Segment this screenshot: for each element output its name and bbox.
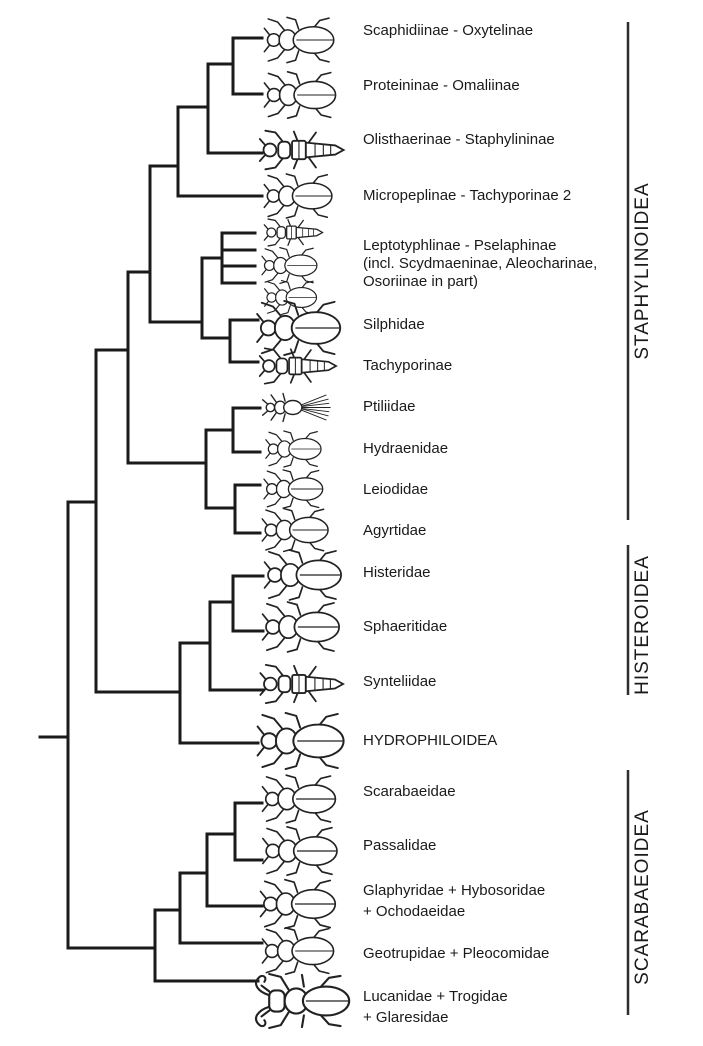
branch-upper-staphylinoid-node <box>148 164 204 324</box>
branch-leptotyphlinae-polytomy <box>220 231 257 285</box>
taxon-label-lucanidae-trogidae-glaresidae: Lucanidae + Trogidae + Glaresidae <box>363 988 508 1026</box>
taxon-label-tachyporinae: Tachyporinae <box>363 357 453 374</box>
beetle-icon-leiodidae <box>263 469 324 509</box>
beetle-icon-lucanidae-group <box>254 972 351 1030</box>
beetle-icon-scarabaeidae <box>261 774 337 824</box>
superfamily-label-staphylinoidea: STAPHYLINOIDEA <box>632 182 653 360</box>
branch-deep-node <box>66 500 157 950</box>
taxon-label-scaphidiinae-oxytelinae: Scaphidiinae - Oxytelinae <box>363 22 534 39</box>
taxon-label-hydrophiloidea: HYDROPHILOIDEA <box>363 732 498 749</box>
branch-lucanidae-node <box>153 908 260 983</box>
taxon-label-ptiliidae: Ptiliidae <box>363 398 416 415</box>
branch-ptiliidae-clade-node <box>204 428 237 510</box>
taxon-label-passalidae: Passalidae <box>363 837 437 854</box>
taxon-label-micropeplinae-tachyporinae-2: Micropeplinae - Tachyporinae 2 <box>363 187 572 204</box>
taxon-label-leptotyphlinae-pselaphinae: Leptotyphlinae - Pselaphinae (incl. Scyd… <box>363 237 598 290</box>
tree-branches <box>38 36 265 983</box>
beetle-illustrations <box>254 16 351 1030</box>
beetle-icon-tachyporinae <box>258 347 338 385</box>
taxon-label-glaphyridae-hybosoridae-ochodaeidae: Glaphyridae + Hybosoridae + Ochodaeidae <box>363 882 546 920</box>
branch-synteliidae-node <box>208 600 265 692</box>
taxon-label-agyrtidae: Agyrtidae <box>363 522 427 539</box>
taxon-label-leiodidae: Leiodidae <box>363 481 429 498</box>
branch-ptiliidae-hydraenidae <box>231 406 262 454</box>
beetle-icon-geotrupidae-group <box>261 926 335 976</box>
branch-scaphidiinae-proteininae <box>231 36 264 96</box>
beetle-icon-scaphidiinae <box>263 16 335 64</box>
taxon-label-proteininae-omaliinae: Proteininae - Omaliinae <box>363 77 520 94</box>
branch-leiodidae-agyrtidae <box>233 483 262 535</box>
beetle-icon-olisthaerinae <box>258 129 345 171</box>
beetle-icon-hydrophiloidea <box>256 712 345 770</box>
beetle-icon-synteliidae <box>259 664 345 704</box>
taxon-label-hydraenidae: Hydraenidae <box>363 440 449 457</box>
branch-histeroidea-hydrophiloidea <box>178 641 260 745</box>
beetle-icon-ptiliidae <box>262 392 332 423</box>
branch-olisthaerinae-node <box>206 62 264 155</box>
beetle-icon-glaphyridae-group <box>259 878 337 930</box>
taxon-label-scarabaeidae: Scarabaeidae <box>363 783 456 800</box>
superfamily-label-scarabaeoidea: SCARABAEOIDEA <box>632 809 653 985</box>
beetle-icon-histeridae <box>263 549 342 601</box>
branch-leptotyphlinae-stem <box>200 256 232 340</box>
beetle-icon-passalidae <box>261 826 338 876</box>
taxon-label-histeridae: Histeridae <box>363 564 431 581</box>
beetle-icon-hydraenidae <box>265 430 322 468</box>
taxon-label-olisthaerinae-staphylininae: Olisthaerinae - Staphylininae <box>363 131 555 148</box>
branch-silphidae-tachyporinae <box>228 318 260 364</box>
taxon-label-silphidae: Silphidae <box>363 316 425 333</box>
branch-staphylinoid-core-node <box>126 270 208 465</box>
beetle-icon-agyrtidae <box>261 507 329 553</box>
branch-geotrupidae-node <box>178 871 264 945</box>
branch-micropeplinae-node <box>176 105 264 198</box>
taxon-label-sphaeritidae: Sphaeritidae <box>363 618 448 635</box>
beetle-icon-leptotyphlinae-2 <box>261 247 318 284</box>
branch-glaphyridae-node <box>205 832 264 908</box>
branch-staphylinoidea-stem <box>94 348 182 694</box>
taxon-label-geotrupidae-pleocomidae: Geotrupidae + Pleocomidae <box>363 945 550 962</box>
branch-histeridae-sphaeritidae <box>231 574 265 633</box>
beetle-icon-leptotyphlinae-3 <box>263 280 318 315</box>
beetle-icon-sphaeritidae <box>261 601 341 653</box>
superfamily-label-histeroidea: HISTEROIDEA <box>632 555 653 695</box>
beetle-icon-silphidae <box>256 300 342 356</box>
taxon-label-synteliidae: Synteliidae <box>363 673 437 690</box>
branch-scarabaeidae-passalidae <box>233 801 264 862</box>
beetle-icon-leptotyphlinae-1 <box>263 218 324 247</box>
beetle-icon-micropeplinae <box>263 173 333 219</box>
beetle-icon-proteininae <box>263 70 337 120</box>
